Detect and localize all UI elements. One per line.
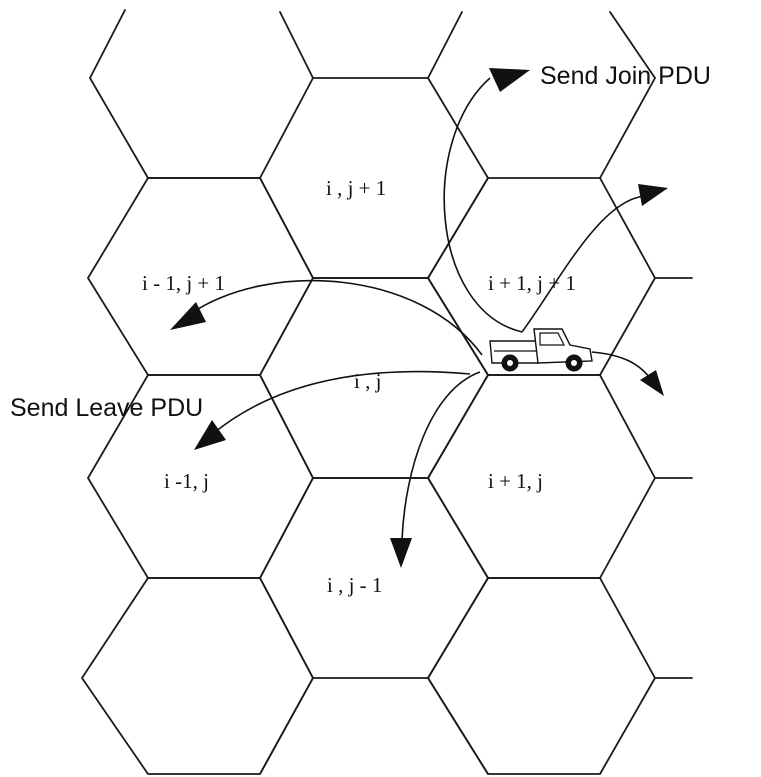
movement-arrows — [170, 68, 668, 568]
arrow-head-icon — [489, 68, 530, 92]
hex-edge — [599, 77, 656, 179]
arrow-upper-left — [189, 279, 483, 356]
hex-cell-bottom-right — [427, 577, 656, 775]
cell-label-i-j-1: i , j - 1 — [327, 573, 382, 597]
truck-cab — [533, 328, 593, 364]
arrow-leave-left — [214, 370, 471, 433]
arrow-head-icon — [170, 302, 206, 330]
send-join-label: Send Join PDU — [540, 62, 711, 90]
truck-icon — [489, 328, 593, 372]
arrow-head-icon — [638, 184, 668, 206]
hex-edge — [427, 11, 463, 79]
arrow-down — [401, 371, 481, 541]
cell-label-i-1-j: i -1, j — [164, 469, 209, 493]
hex-cell-bottom-left — [81, 577, 314, 775]
truck-hub — [507, 360, 513, 366]
cell-label-i-j: i , j — [354, 369, 381, 393]
send-leave-label: Send Leave PDU — [10, 394, 203, 422]
cell-label-i+1-j: i + 1, j — [488, 469, 543, 493]
hex-edge — [279, 11, 314, 79]
cell-label-i+1-j+1: i + 1, j + 1 — [488, 271, 576, 295]
arrow-head-icon — [390, 538, 412, 568]
truck-hub — [571, 360, 577, 366]
truck-window — [539, 332, 565, 346]
hex-edge — [259, 677, 314, 775]
hex-edge — [609, 11, 656, 79]
arrow-head-icon — [640, 370, 664, 396]
cell-label-i-1-j+1: i - 1, j + 1 — [142, 271, 225, 295]
arrow-upper-right — [521, 195, 646, 333]
arrow-join-top — [443, 77, 523, 333]
hex-grid — [81, 9, 693, 775]
arrow-lower-right — [591, 351, 651, 379]
cell-label-i-j+1: i , j + 1 — [326, 176, 386, 200]
arrow-head-icon — [194, 420, 226, 450]
hex-cell-top-left — [89, 9, 261, 179]
